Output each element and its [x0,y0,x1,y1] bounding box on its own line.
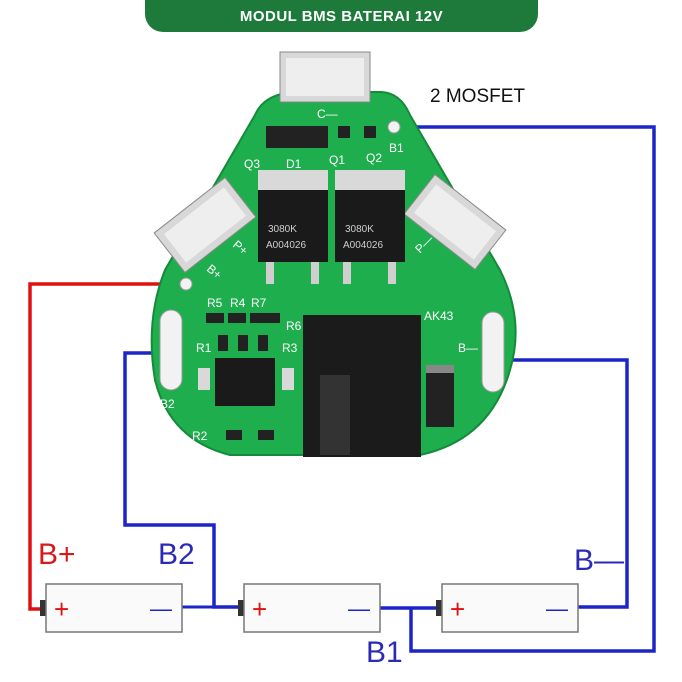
resistor-row [198,313,294,440]
left-connector-tab [153,176,257,274]
battery-cells: + — + — + — [40,583,579,633]
mosfet-annotation: 2 MOSFET [430,86,526,107]
b1-pad [387,120,401,134]
protection-ic [215,358,275,406]
cell2-plus: + [252,594,267,624]
mosfet-left-line2: A004026 [266,240,306,251]
q2-smd [364,126,376,138]
pcb-label-r4: R4 [230,296,246,310]
b1-blue-wire [380,125,656,653]
cell3-minus: — [546,596,568,621]
pcb-label-c-minus: C— [317,107,338,121]
mosfet-right [335,170,405,284]
pcb-label-d1: D1 [286,157,302,171]
battery-cell-1: + — [40,583,183,633]
pcb-label-ak43: AK43 [424,309,454,323]
cell1-plus: + [54,594,69,624]
wire-label-b-minus: B— [574,544,625,577]
b-plus-pad [179,277,193,291]
pcb-label-q2: Q2 [366,151,382,165]
cell2-minus: — [348,596,370,621]
mosfet-left [258,170,328,284]
battery-cell-2: + — [238,583,381,633]
pcb-label-r1: R1 [196,341,212,355]
top-tab-highlight [286,58,364,96]
pcb-label-r5: R5 [207,296,223,310]
pcb-label-q1: Q1 [329,153,345,167]
battery-cell-3: + — [436,583,579,633]
pcb-label-b2: B2 [160,397,175,411]
right-diode [426,365,454,427]
pcb-label-q3: Q3 [244,157,260,171]
wires [28,125,656,653]
b2-pad [159,309,183,391]
mosfet-right-line1: 3080K [345,224,374,235]
pcb-label-r7: R7 [251,296,267,310]
cell1-minus: — [150,596,172,621]
right-connector-tab [403,173,507,271]
pcb-board: C— B1 Q3 D1 Q1 Q2 P+ P— B+ R5 R4 R7 R6 R… [150,51,517,457]
pcb-label-b1: B1 [389,141,404,155]
top-diode [266,126,328,148]
cell3-plus: + [450,594,465,624]
mosfet-right-line2: A004026 [343,240,383,251]
wire-label-b1: B1 [366,636,403,669]
mosfet-left-line1: 3080K [268,224,297,235]
b-minus-pad [481,311,505,393]
pcb-label-r2: R2 [192,429,208,443]
title-text: MODUL BMS BATERAI 12V [239,7,444,25]
dc-socket-pin [320,375,350,455]
b-plus-red-wire [28,282,186,611]
wire-label-b2: B2 [158,538,195,571]
b-minus-blue-wire [492,358,629,609]
wire-label-b-plus: B+ [38,538,76,571]
title-banner: MODUL BMS BATERAI 12V [145,0,538,32]
q1-smd [338,126,350,138]
pcb-label-r3: R3 [282,341,298,355]
right-diode-band [426,365,454,373]
pcb-label-r6: R6 [286,319,302,333]
pcb-label-b-minus: B— [458,341,478,355]
